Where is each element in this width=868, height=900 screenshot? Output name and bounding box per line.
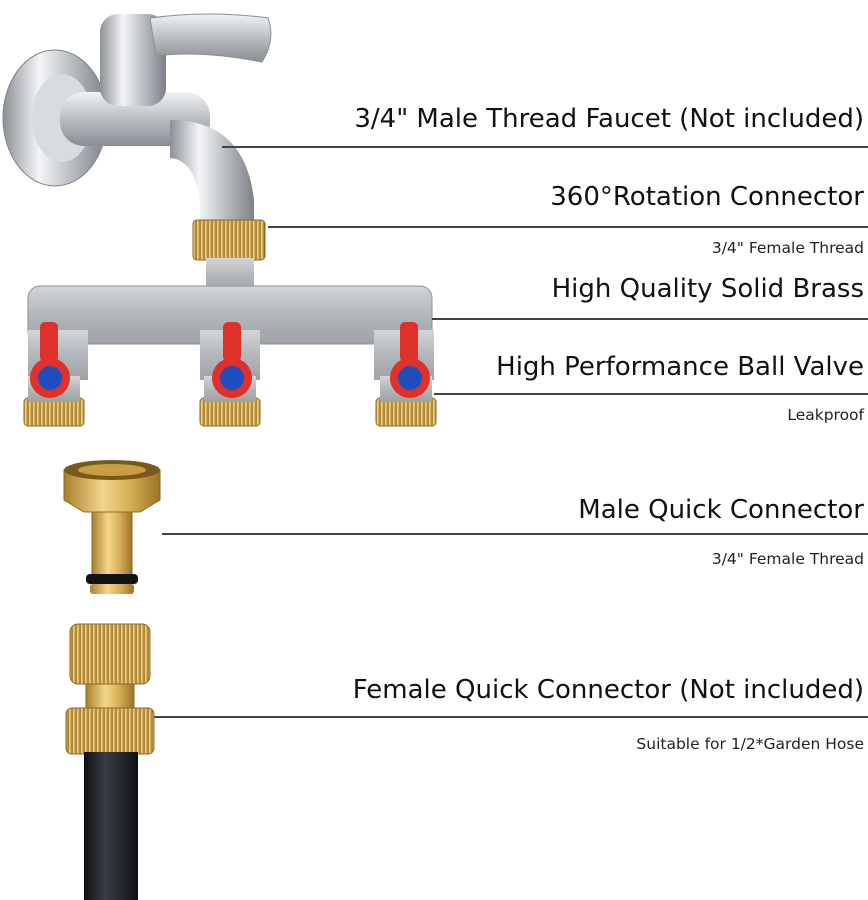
callout-line [268,226,868,228]
callout-line [154,716,868,718]
callout-title: High Quality Solid Brass [551,274,864,304]
callout-title: Male Quick Connector [578,495,864,525]
callout-subtitle: 3/4" Female Thread [711,239,864,257]
callout-subtitle: Suitable for 1/2*Garden Hose [636,735,864,753]
ball-valve-icon [30,322,430,398]
callout-title: Female Quick Connector (Not included) [352,675,864,705]
faucet-icon [2,13,272,232]
male-quick-connector-icon [63,460,161,594]
garden-hose-icon [84,752,138,900]
callout-subtitle: 3/4" Female Thread [711,550,864,568]
callout-title: High Performance Ball Valve [496,352,864,382]
callout-line [222,146,868,148]
callout-line [432,318,868,320]
female-quick-connector-icon [65,623,155,755]
callout-subtitle: Leakproof [787,406,864,424]
callout-title: 3/4" Male Thread Faucet (Not included) [354,104,864,134]
callout-line [434,393,868,395]
callout-line [162,533,868,535]
callout-title: 360°Rotation Connector [550,182,864,212]
